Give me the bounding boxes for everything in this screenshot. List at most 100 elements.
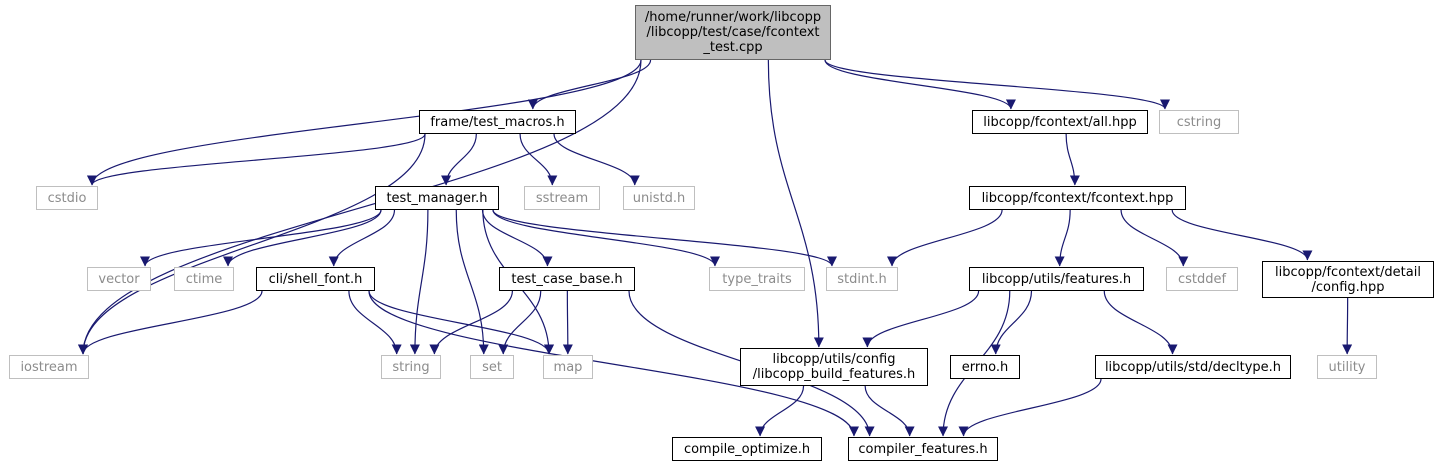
edge-root-to-test_macros (527, 59, 652, 110)
edge-shell_font-to-iostream (78, 290, 263, 355)
edge-test_manager-to-ctime (223, 209, 382, 267)
edge-test_macros-to-test_manager (441, 133, 477, 186)
node-label-line: libcopp/utils/config (772, 352, 896, 367)
edge-features-to-decltype (1103, 290, 1178, 355)
node-label-line: /home/runner/work/libcopp (644, 10, 822, 25)
sstream-node: sstream (524, 186, 600, 210)
edge-shell_font-to-compiler_features (368, 290, 859, 437)
shell-font-node[interactable]: cli/shell_font.h (256, 267, 375, 291)
node-label: compiler_features.h (858, 441, 988, 457)
edge-test_case_base-to-map (562, 290, 573, 355)
node-label: utility (1328, 359, 1366, 375)
node-label: compile_optimize.h (683, 441, 811, 457)
edge-test_macros-to-iostream (78, 133, 426, 355)
node-label: errno.h (961, 359, 1009, 375)
edge-root-to-cstring (824, 59, 1170, 110)
vector-node: vector (87, 267, 151, 291)
node-label: iostream (20, 359, 78, 375)
edge-build_features-to-compile_optimize (755, 385, 805, 437)
utils-features-node[interactable]: libcopp/utils/features.h (969, 267, 1144, 291)
node-label: set (482, 359, 502, 375)
edge-shell_font-to-string (348, 290, 402, 355)
ctime-node: ctime (174, 267, 234, 291)
errno-node[interactable]: errno.h (950, 355, 1020, 379)
dependency-edges (78, 59, 1353, 437)
node-label-line: libcopp/fcontext/detail (1275, 264, 1421, 280)
node-label: libcopp/utils/std/decltype.h (1104, 359, 1282, 375)
node-label: stdint.h (837, 271, 887, 287)
root-file-node: /home/runner/work/libcopp /libcopp/test/… (635, 5, 831, 60)
edge-root-to-iostream (78, 59, 642, 355)
node-label: cstddef (1177, 271, 1227, 287)
node-label-line: /libcopp/test/case/fcontext (646, 25, 820, 40)
edge-fcontext_hpp-to-features (1054, 209, 1071, 267)
fcontext-hpp-node[interactable]: libcopp/fcontext/fcontext.hpp (969, 186, 1186, 210)
compiler-features-node[interactable]: compiler_features.h (848, 437, 998, 461)
edge-root-to-cstdio (87, 59, 642, 186)
build-features-node[interactable]: libcopp/utils/config /libcopp_build_feat… (740, 348, 928, 386)
node-label: libcopp/fcontext/all.hpp (983, 114, 1137, 130)
edge-features-to-build_features (862, 290, 980, 348)
node-label: type_traits (722, 271, 792, 287)
node-label: map (553, 359, 583, 375)
edge-test_manager-to-shell_font (328, 209, 396, 267)
edge-fcontext_hpp-to-cstddef (1120, 209, 1189, 267)
edge-detail_config-to-utility (1342, 297, 1353, 355)
string-node: string (381, 355, 441, 379)
node-label: unistd.h (632, 190, 686, 206)
edge-build_features-to-compiler_features (864, 385, 915, 437)
edge-all_hpp-to-fcontext_hpp (1065, 133, 1080, 186)
cstring-node: cstring (1159, 110, 1239, 134)
edge-test_macros-to-sstream (519, 133, 558, 186)
type-traits-node: type_traits (709, 267, 805, 291)
node-label-line: _test.cpp (703, 40, 763, 55)
map-node: map (543, 355, 593, 379)
compile-optimize-node[interactable]: compile_optimize.h (672, 437, 822, 461)
edge-test_manager-to-test_case_base (481, 209, 553, 267)
node-label: ctime (185, 271, 223, 287)
edge-test_case_base-to-set (498, 290, 542, 355)
detail-config-node[interactable]: libcopp/fcontext/detail /config.hpp (1262, 261, 1434, 298)
test-case-base-node[interactable]: test_case_base.h (499, 267, 635, 291)
node-label-line: /config.hpp (1311, 279, 1385, 295)
edge-root-to-all_hpp (824, 59, 1016, 110)
utility-node: utility (1317, 355, 1377, 379)
edge-decltype-to-compiler_features (958, 378, 1102, 437)
node-label: test_manager.h (386, 190, 488, 206)
cstddef-node: cstddef (1166, 267, 1238, 291)
edge-root-to-build_features (767, 59, 824, 348)
node-label: string (392, 359, 430, 375)
edge-test_manager-to-vector (140, 209, 382, 267)
edge-test_manager-to-set (455, 209, 489, 355)
node-label: cli/shell_font.h (268, 271, 363, 287)
edge-test_macros-to-unistd (553, 133, 640, 186)
node-label: cstdio (47, 190, 87, 206)
node-label-line: /libcopp_build_features.h (752, 367, 916, 382)
edge-test_manager-to-type_traits (492, 209, 720, 267)
node-label: libcopp/fcontext/fcontext.hpp (981, 190, 1174, 206)
iostream-node: iostream (9, 355, 89, 379)
edge-test_manager-to-stdint (492, 209, 837, 267)
edge-test_manager-to-string (409, 209, 429, 355)
node-label: test_case_base.h (511, 271, 623, 287)
fcontext-all-node[interactable]: libcopp/fcontext/all.hpp (972, 110, 1148, 134)
unistd-node: unistd.h (623, 186, 695, 210)
test-manager-node[interactable]: test_manager.h (375, 186, 499, 210)
edge-fcontext_hpp-to-detail_config (1171, 209, 1313, 261)
stdint-node: stdint.h (826, 267, 898, 291)
decltype-node[interactable]: libcopp/utils/std/decltype.h (1095, 355, 1291, 379)
cstdio-node: cstdio (36, 186, 98, 210)
edge-test_macros-to-cstdio (87, 133, 426, 186)
edge-test_case_base-to-string (429, 290, 513, 355)
node-label: cstring (1176, 114, 1222, 130)
edge-features-to-errno (990, 290, 1033, 355)
edge-shell_font-to-map (368, 290, 554, 355)
node-label: sstream (535, 190, 589, 206)
edge-fcontext_hpp-to-stdint (887, 209, 1003, 267)
test-macros-node[interactable]: frame/test_macros.h (419, 110, 576, 134)
node-label: libcopp/utils/features.h (981, 271, 1132, 287)
node-label: frame/test_macros.h (430, 114, 565, 130)
node-label: vector (98, 271, 140, 287)
set-node: set (470, 355, 514, 379)
